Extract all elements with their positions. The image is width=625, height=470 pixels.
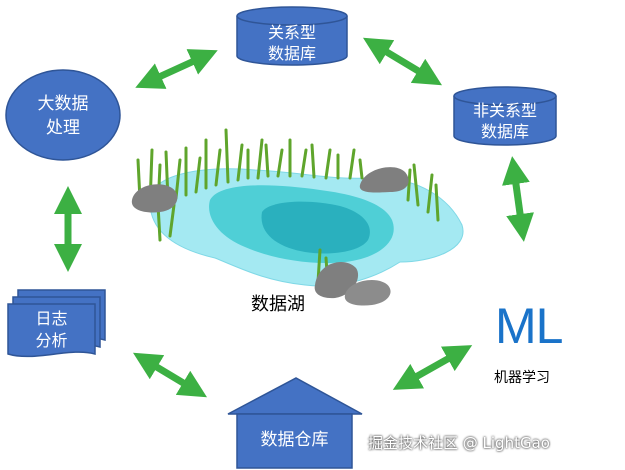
ml-title: ML xyxy=(495,298,563,354)
lake-water-inner xyxy=(261,201,370,254)
node-nonrelational-db xyxy=(453,86,557,146)
arrow-relational-nonrelational xyxy=(362,37,443,86)
node-data-warehouse xyxy=(227,377,363,469)
node-big-data xyxy=(5,69,121,161)
relational-db-line2: 数据库 xyxy=(267,44,316,63)
nonrelational-db-label: 非关系型 数据库 xyxy=(454,100,556,142)
rock-bottom-2 xyxy=(344,280,391,306)
arrow-warehouse-log xyxy=(132,352,208,398)
big-data-line2: 处理 xyxy=(46,118,80,138)
node-relational-db xyxy=(236,6,348,66)
arrow-nonrelational-ml xyxy=(502,156,534,242)
rock-left xyxy=(131,184,178,213)
rock-right xyxy=(359,167,409,193)
ml-subtitle: 机器学习 xyxy=(494,370,550,386)
big-data-line1: 大数据 xyxy=(37,94,89,114)
log-analysis-line1: 日志 xyxy=(35,309,68,328)
rock-bottom-1 xyxy=(314,261,359,299)
big-data-label: 大数据 处理 xyxy=(8,92,118,140)
data-warehouse-label: 数据仓库 xyxy=(260,430,329,450)
node-log-analysis xyxy=(7,289,106,358)
log-analysis-line2: 分析 xyxy=(35,331,68,350)
nonrelational-db-line1: 非关系型 xyxy=(472,101,537,120)
arrow-ml-warehouse xyxy=(392,345,473,390)
relational-db-label: 关系型 数据库 xyxy=(237,22,347,64)
log-analysis-label: 日志 分析 xyxy=(8,308,95,352)
data-lake-label: 数据湖 xyxy=(251,294,305,315)
nonrelational-db-line2: 数据库 xyxy=(480,122,529,141)
arrows xyxy=(54,37,534,398)
arrow-bigdata-relational xyxy=(135,49,218,89)
rocks xyxy=(131,167,409,306)
reeds xyxy=(136,128,440,288)
data-lake-illustration xyxy=(131,128,464,306)
relational-db-line1: 关系型 xyxy=(267,23,316,42)
watermark: 掘金技术社区 @ LightGao xyxy=(368,434,550,452)
